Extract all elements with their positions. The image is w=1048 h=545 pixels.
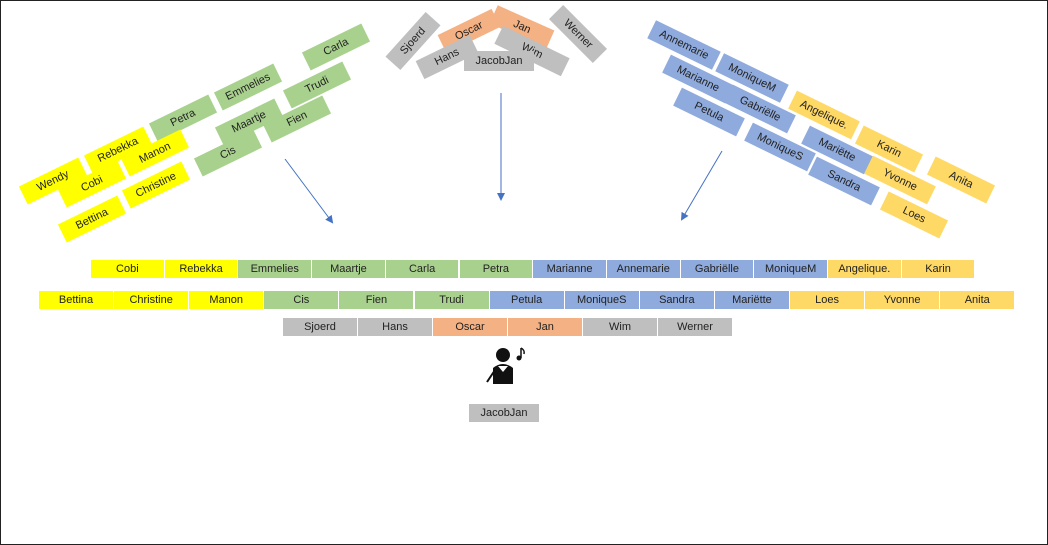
seat-jacobjan: JacobJan (469, 404, 539, 422)
seat-gabri-lle: Gabriëlle (680, 260, 754, 278)
seat-emmelies: Emmelies (238, 260, 312, 278)
arrow-left (284, 158, 334, 224)
seat-loes: Loes (790, 291, 865, 309)
seat-mari-tte: Mariëtte (714, 291, 789, 309)
seat-manon: Manon (189, 291, 264, 309)
arrow-right (680, 150, 723, 221)
seat-petula: Petula (489, 291, 564, 309)
seat-oscar: Oscar (433, 318, 507, 336)
seat-trudi: Trudi (414, 291, 489, 309)
seat-anita: Anita (940, 291, 1015, 309)
seat-sjoerd: Sjoerd (283, 318, 357, 336)
seat-carla: Carla (385, 260, 459, 278)
seat-annemarie: Annemarie (606, 260, 680, 278)
seat-wim: Wim (583, 318, 657, 336)
seat-petra: Petra (459, 260, 533, 278)
seat-fien: Fien (339, 291, 414, 309)
seat-yvonne: Yvonne (865, 291, 940, 309)
seat-karin: Karin (901, 260, 975, 278)
seat-christine: Christine (114, 291, 189, 309)
seat-werner: Werner (658, 318, 732, 336)
seat-marianne: Marianne (533, 260, 606, 278)
conductor-icon (486, 347, 525, 384)
seat-cis: Cis (264, 291, 339, 309)
seat-angelique-: Angelique. (828, 260, 901, 278)
seat-jacobjan: JacobJan (464, 51, 534, 71)
seat-cobi: Cobi (91, 260, 164, 278)
seat-hans: Hans (358, 318, 432, 336)
seat-sandra: Sandra (639, 291, 714, 309)
seat-jan: Jan (508, 318, 582, 336)
seat-rebekka: Rebekka (164, 260, 238, 278)
seat-moniquem: MoniqueM (754, 260, 827, 278)
seat-bettina: Bettina (39, 291, 114, 309)
seat-maartje: Maartje (312, 260, 385, 278)
seat-moniques: MoniqueS (564, 291, 639, 309)
